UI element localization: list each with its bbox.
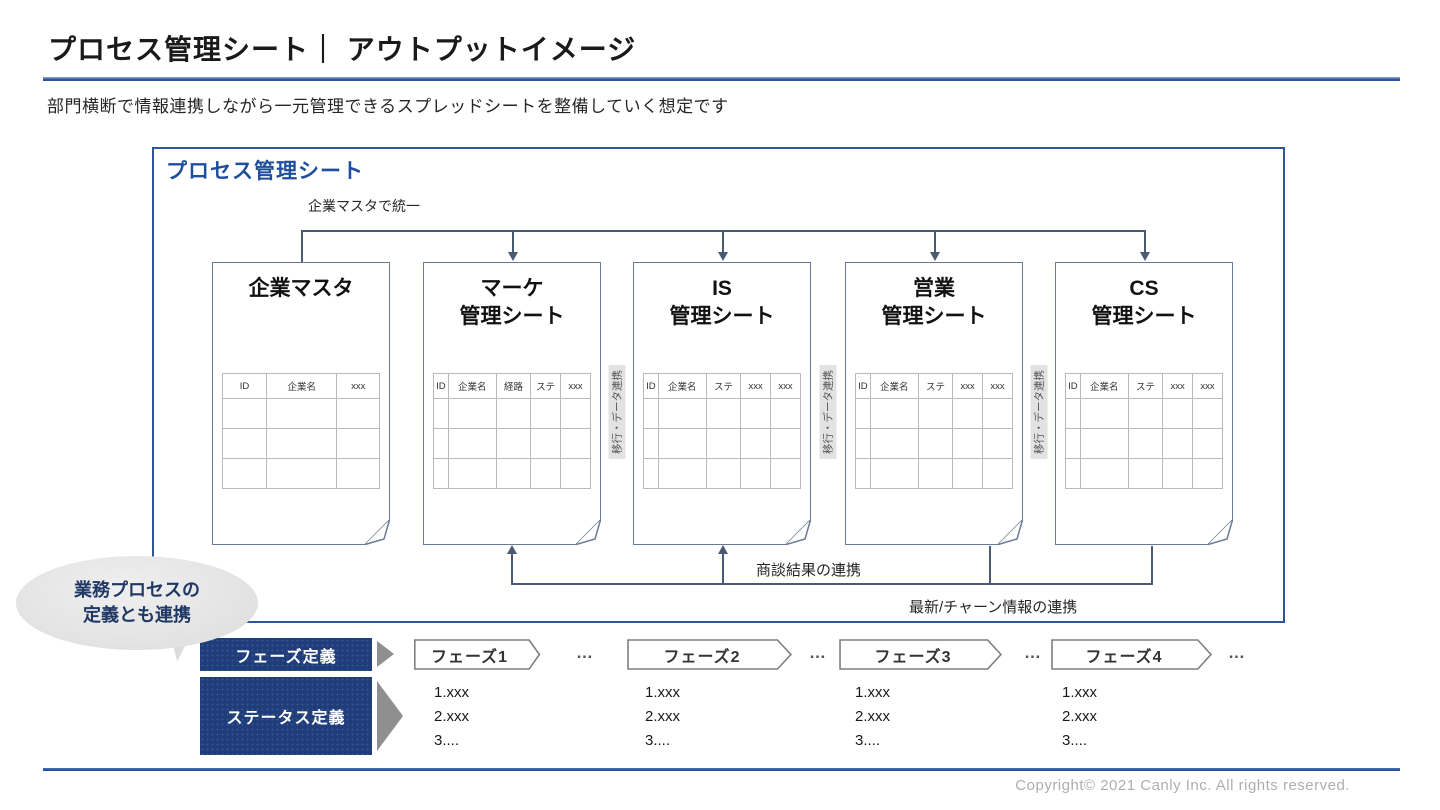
connector-stem [934,230,936,253]
ellipsis: … [809,643,826,662]
arrow-up-icon [507,545,517,554]
footer-rule [43,768,1400,771]
deal-results-label: 商談結果の連携 [752,559,866,580]
vertical-link-label: 移行・データ連携 [1030,365,1048,459]
doc-table: ID 企業名 ステ xxx xxx [643,373,801,489]
cs-feedback-stem [1151,546,1153,584]
vertical-link-label: 移行・データ連携 [819,365,837,459]
connector-stem [512,230,514,253]
connector-stem [722,230,724,253]
connector-stem [1144,230,1146,253]
phase-chevron-2: フェーズ2 [627,639,793,670]
fold-corner-icon [1207,519,1234,546]
status-list: 1.xxx 2.xxx 3.... [434,684,470,749]
doc-title: マーケ管理シート [459,277,565,328]
page-title: プロセス管理シート｜ アウトプットイメージ [48,34,637,65]
status-definition-box: ステータス定義 [200,677,372,755]
vertical-link-label: 移行・データ連携 [608,365,626,459]
doc-table: ID 企業名 ステ xxx xxx [1065,373,1223,489]
phase-chevron-1: フェーズ1 [414,639,541,670]
doc-table: ID 企業名 ステ xxx xxx [855,373,1013,489]
status-list: 1.xxx 2.xxx 3.... [855,684,891,749]
page-subtitle: 部門横断で情報連携しながら一元管理できるスプレッドシートを整備していく想定です [47,97,729,116]
doc-table: ID 企業名 xxx [221,373,380,489]
sales-feedback-stem [989,546,991,584]
churn-info-label: 最新/チャーン情報の連携 [905,596,1082,617]
callout-line2: 定義とも連携 [83,605,191,625]
callout-oval: 業務プロセスの 定義とも連携 [16,556,258,650]
ellipsis: … [1024,643,1041,662]
fold-corner-icon [575,519,602,546]
document-card-marketing: マーケ管理シート ID 企業名 経路 ステ xxx [423,262,602,546]
top-connector-stub [301,230,303,262]
document-card-sales: 営業管理シート ID 企業名 ステ xxx xxx [845,262,1024,546]
arrow-down-icon [718,252,728,261]
fold-corner-icon [785,519,812,546]
document-card-master: 企業マスタ ID 企業名 xxx [212,262,391,546]
phase-arrow-icon [377,641,394,667]
status-list: 1.xxx 2.xxx 3.... [1062,684,1098,749]
arrow-down-icon [930,252,940,261]
copyright: Copyright© 2021 Canly Inc. All rights re… [1015,777,1350,794]
phase-chevron-3: フェーズ3 [839,639,1003,670]
ellipsis: … [576,643,593,662]
phase-chevron-4: フェーズ4 [1051,639,1213,670]
arrow-up-icon [718,545,728,554]
feedback-line [511,583,1153,585]
feedback-stem [511,553,513,583]
fold-corner-icon [364,519,391,546]
feedback-stem [722,553,724,583]
arrow-down-icon [1140,252,1150,261]
fold-corner-icon [997,519,1024,546]
status-arrow-icon [377,681,403,751]
status-list: 1.xxx 2.xxx 3.... [645,684,681,749]
title-rule [43,77,1400,81]
arrow-down-icon [508,252,518,261]
callout-line1: 業務プロセスの [74,580,200,600]
ellipsis: … [1228,643,1245,662]
doc-table: ID 企業名 経路 ステ xxx [433,373,591,489]
container-title: プロセス管理シート [166,160,364,183]
master-unify-label: 企業マスタで統一 [308,198,420,214]
doc-title: 営業管理シート [881,277,987,328]
phase-definition-box: フェーズ定義 [200,638,372,671]
doc-title: 企業マスタ [248,277,354,300]
